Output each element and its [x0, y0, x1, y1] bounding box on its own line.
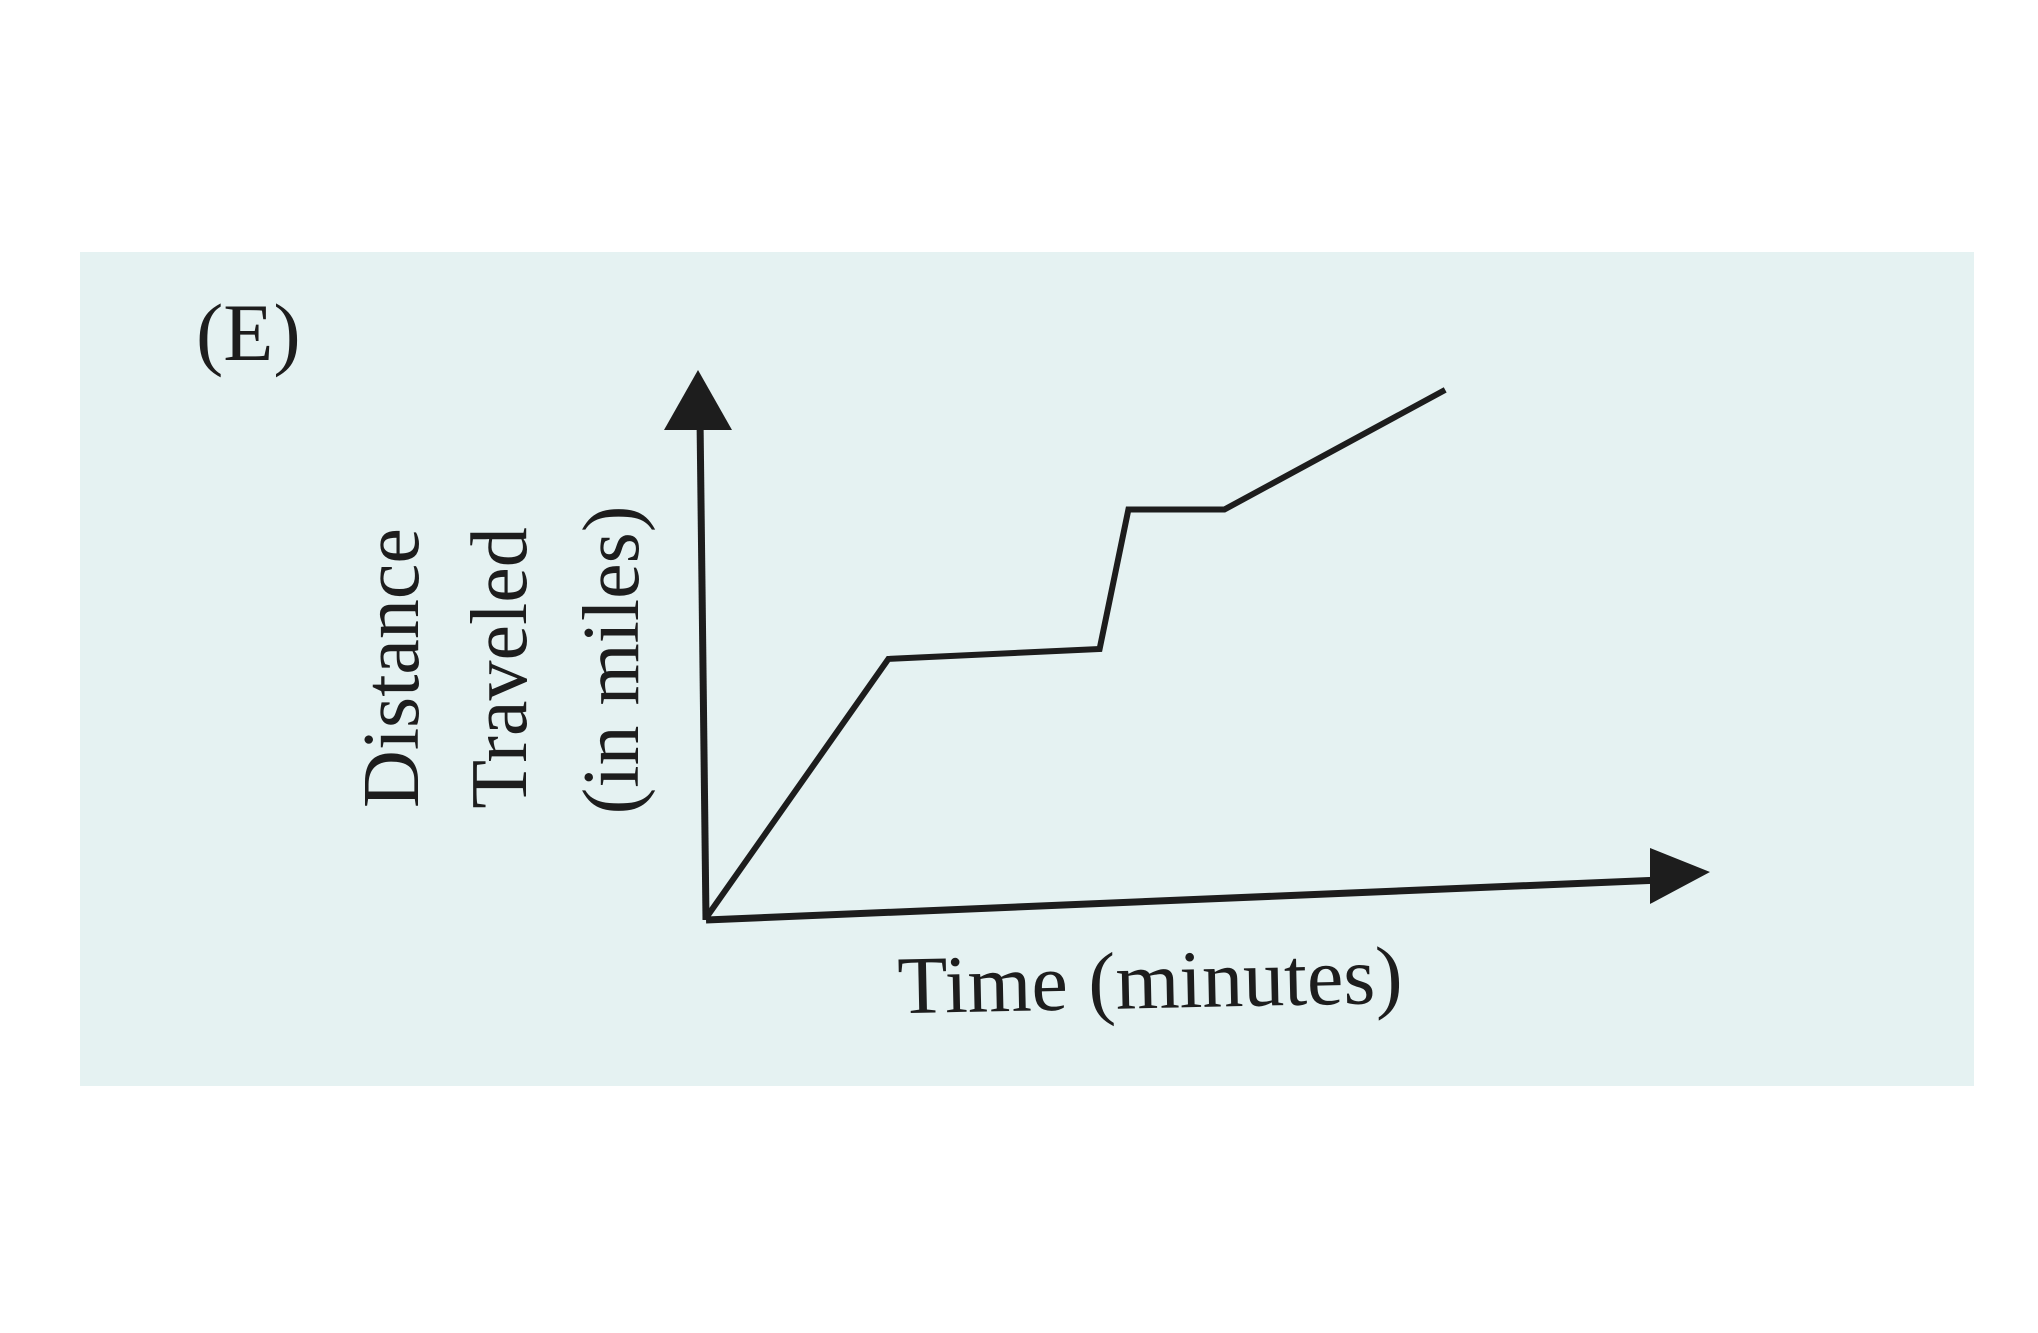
figure-panel [80, 252, 1974, 1086]
distance-series-line [703, 387, 1447, 920]
x-axis [705, 876, 1661, 924]
y-axis-arrowhead [664, 370, 732, 430]
x-axis-label: Time (minutes) [897, 930, 1404, 1032]
y-axis-label: Distance Traveled (in miles) [348, 506, 656, 815]
y-axis-label-line-3: (in miles) [568, 506, 656, 815]
y-axis-label-line-1: Distance [348, 528, 436, 808]
y-axis-label-line-2: Traveled [456, 527, 544, 808]
option-label: (E) [196, 287, 301, 378]
x-axis-arrowhead [1650, 848, 1710, 904]
y-axis [696, 417, 710, 921]
